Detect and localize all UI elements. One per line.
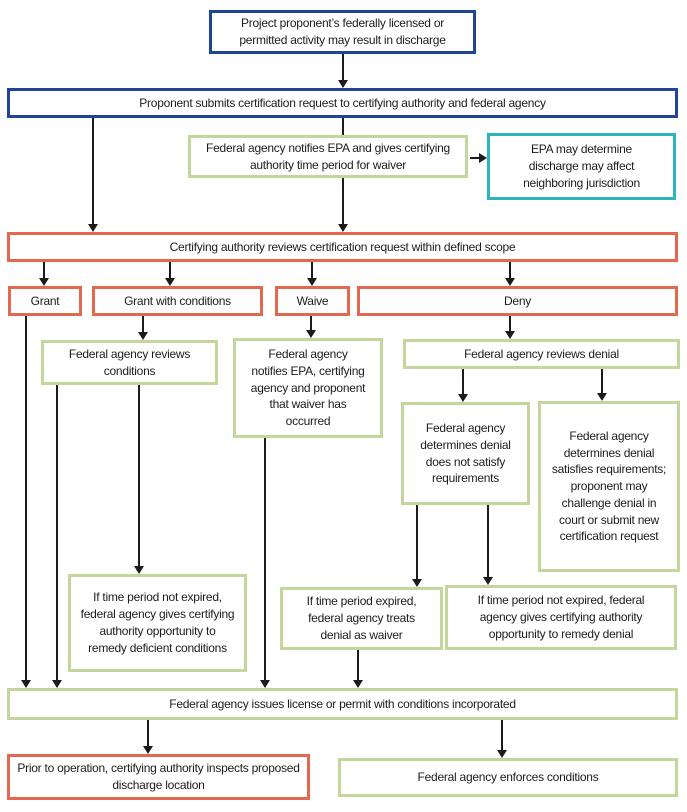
arrow-reviews-denial-to-satisfies: [597, 369, 607, 401]
node-waiver-occurred: Federal agency notifies EPA, certifying …: [233, 338, 383, 438]
arrow-conditions-to-reviews-conditions: [138, 316, 148, 340]
arrow-reviews-conditions-to-remedy-deficient: [134, 385, 144, 574]
arrow-reviews-conditions-to-issues: [52, 385, 62, 688]
arrow-review-to-waive: [307, 262, 317, 286]
arrow-review-to-grant-conditions: [165, 262, 175, 286]
arrow-denial-waiver-to-issues: [353, 650, 363, 688]
node-grant-with-conditions: Grant with conditions: [92, 286, 263, 316]
node-grant: Grant: [8, 286, 82, 316]
arrow-review-to-grant: [39, 262, 49, 286]
arrow-deny-to-reviews-denial: [505, 316, 515, 339]
arrow-not-satisfy-to-denial-waiver: [412, 505, 422, 587]
node-agency-reviews-denial: Federal agency reviews denial: [403, 339, 680, 369]
arrow-notify-to-review: [338, 178, 348, 232]
node-agency-notifies-epa: Federal agency notifies EPA and gives ce…: [188, 135, 468, 178]
node-proponent-activity: Project proponent’s federally licensed o…: [209, 10, 476, 54]
arrow-grant-to-issues: [21, 316, 31, 688]
arrow-issues-to-inspect: [143, 720, 153, 754]
arrow-issues-to-enforce: [497, 720, 507, 758]
arrow-activity-to-submit: [338, 54, 348, 88]
node-deny: Deny: [357, 286, 678, 316]
arrow-review-to-deny: [505, 262, 515, 286]
arrow-not-satisfy-to-remedy-denial: [483, 505, 493, 585]
node-authority-inspects: Prior to operation, certifying authority…: [7, 754, 310, 800]
node-remedy-deficient-conditions: If time period not expired, federal agen…: [68, 574, 247, 672]
node-issues-license: Federal agency issues license or permit …: [7, 688, 678, 720]
node-denial-not-satisfy: Federal agency determines denial does no…: [401, 402, 530, 505]
node-denial-treated-as-waiver: If time period expired, federal agency t…: [280, 587, 443, 650]
node-denial-satisfies: Federal agency determines denial satisfi…: [538, 401, 680, 572]
arrow-reviews-denial-to-not-satisfy: [458, 369, 468, 402]
node-submit-request: Proponent submits certification request …: [7, 88, 678, 118]
line-submit-to-notify: [342, 118, 344, 135]
arrow-submit-to-review: [88, 118, 98, 232]
arrow-notify-to-epa: [470, 153, 487, 163]
node-remedy-denial: If time period not expired, federal agen…: [445, 585, 677, 650]
node-agency-enforces: Federal agency enforces conditions: [338, 758, 678, 797]
node-epa-neighboring-jurisdiction: EPA may determine discharge may affect n…: [487, 133, 676, 200]
node-agency-reviews-conditions: Federal agency reviews conditions: [41, 340, 218, 385]
arrow-waive-to-waiver-occurred: [306, 316, 316, 338]
node-authority-reviews-request: Certifying authority reviews certificati…: [7, 232, 678, 262]
node-waive: Waive: [275, 286, 350, 316]
arrow-waiver-occurred-to-issues: [260, 438, 270, 688]
